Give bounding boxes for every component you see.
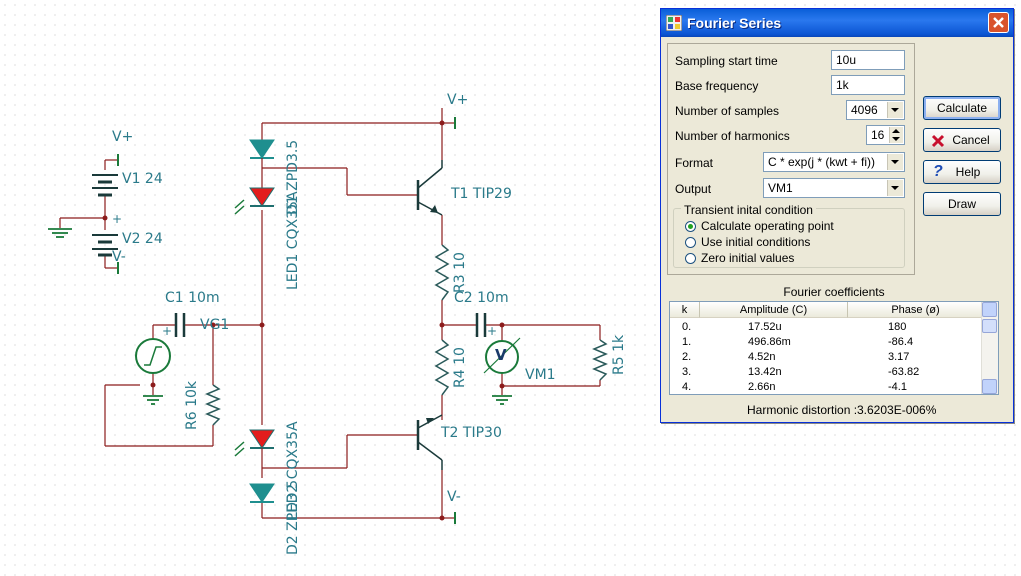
cell-k: 2.: [682, 351, 692, 363]
cell-k: 0.: [682, 321, 692, 333]
format-select[interactable]: C * exp(j * (kwt + fi)): [763, 152, 905, 172]
r5-label: R5 1k: [611, 334, 627, 375]
transient-group-title: Transient inital condition: [681, 203, 816, 217]
c1-label: C1 10m: [165, 290, 220, 306]
table-scrollbar[interactable]: [981, 302, 998, 394]
cell-amplitude: 13.42n: [748, 366, 782, 378]
number-of-harmonics-label: Number of harmonics: [675, 129, 790, 143]
output-value: VM1: [768, 181, 793, 195]
chevron-down-icon[interactable]: [887, 102, 903, 118]
cell-k: 3.: [682, 366, 692, 378]
v1-label: V1 24: [122, 171, 163, 187]
format-label: Format: [675, 156, 714, 170]
meter-plus-sign: +: [487, 324, 498, 338]
column-header-amplitude[interactable]: Amplitude (C): [700, 302, 848, 318]
help-label: Help: [955, 165, 981, 179]
vm1-label: VM1: [525, 367, 556, 383]
column-header-phase[interactable]: Phase (ø): [848, 302, 984, 318]
help-button[interactable]: ? Help: [923, 160, 1001, 184]
cancel-label: Cancel: [952, 133, 990, 147]
radio-label-zero-initial-values[interactable]: Zero initial values: [701, 251, 795, 265]
v2-label: V2 24: [122, 231, 163, 247]
led2-label: LED2 CQX35A: [285, 421, 301, 520]
base-frequency-input[interactable]: 1k: [831, 75, 905, 95]
cell-phase: 180: [888, 321, 907, 333]
vplus-top-label: V+: [447, 92, 469, 108]
cell-k: 4.: [682, 381, 692, 393]
r3-label: R3 10: [452, 252, 468, 293]
vg1-label: VG1: [200, 317, 230, 333]
harmonic-distortion-value: 3.6203E-006%: [857, 403, 937, 417]
vminus-bottom-label: V-: [447, 489, 461, 505]
coefficients-table[interactable]: k Amplitude (C) Phase (ø) 0. 17.52u 180 …: [669, 301, 999, 395]
output-select[interactable]: VM1: [763, 178, 905, 198]
dialog-titlebar[interactable]: Fourier Series: [661, 9, 1013, 37]
r6-label: R6 10k: [184, 380, 200, 430]
radio-label-use-initial-conditions[interactable]: Use initial conditions: [701, 235, 811, 249]
parameters-panel: Sampling start time 10u Base frequency 1…: [667, 43, 915, 275]
voltmeter-symbol: V: [495, 346, 507, 364]
radio-label-calculate-operating-point[interactable]: Calculate operating point: [701, 219, 834, 233]
scroll-thumb[interactable]: [982, 319, 997, 333]
format-value: C * exp(j * (kwt + fi)): [768, 155, 876, 169]
t1-label: T1 TIP29: [451, 186, 512, 202]
scroll-down-icon[interactable]: [982, 379, 997, 394]
number-of-samples-select[interactable]: 4096: [846, 100, 905, 120]
cell-amplitude: 17.52u: [748, 321, 782, 333]
cell-phase: -63.82: [888, 366, 920, 378]
number-of-harmonics-stepper[interactable]: 16: [866, 125, 905, 145]
base-frequency-label: Base frequency: [675, 79, 759, 93]
radio-use-initial-conditions[interactable]: [685, 237, 696, 248]
cell-k: 1.: [682, 336, 692, 348]
column-header-k[interactable]: k: [670, 302, 700, 318]
chevron-down-icon[interactable]: [887, 180, 903, 196]
cell-amplitude: 2.66n: [748, 381, 776, 393]
cell-phase: -4.1: [888, 381, 907, 393]
chevron-down-icon[interactable]: [887, 154, 903, 170]
output-label: Output: [675, 182, 712, 196]
app-icon: [666, 15, 682, 31]
close-icon: [993, 17, 1004, 28]
dialog-title: Fourier Series: [687, 15, 782, 31]
v2-minus-label: V-: [112, 249, 126, 265]
radio-calculate-operating-point[interactable]: [685, 221, 696, 232]
number-of-samples-value: 4096: [851, 103, 878, 117]
harmonic-distortion-label: Harmonic distortion :: [747, 403, 858, 417]
spin-arrows-icon[interactable]: [889, 127, 903, 143]
number-of-samples-label: Number of samples: [675, 104, 780, 118]
c2-label: C2 10m: [454, 290, 509, 306]
battery-plus-sign: +: [112, 212, 123, 226]
draw-button[interactable]: Draw: [923, 192, 1001, 216]
sampling-start-time-label: Sampling start time: [675, 54, 778, 68]
scroll-up-icon[interactable]: [982, 302, 997, 317]
d1-label: D1 ZPD3.5: [285, 139, 301, 215]
close-button[interactable]: [988, 12, 1009, 33]
help-question-icon: ?: [933, 163, 943, 180]
r4-label: R4 10: [452, 347, 468, 388]
t2-label: T2 TIP30: [441, 425, 502, 441]
v1-plus-label: V+: [112, 129, 134, 145]
calculate-button[interactable]: Calculate: [923, 96, 1001, 120]
cancel-button[interactable]: Cancel: [923, 128, 1001, 152]
sampling-start-time-input[interactable]: 10u: [831, 50, 905, 70]
generator-plus-sign: +: [162, 324, 173, 338]
fourier-series-dialog: Fourier Series Sampling start time 10u B…: [660, 8, 1014, 423]
cell-amplitude: 4.52n: [748, 351, 776, 363]
cancel-x-icon: [931, 134, 945, 148]
radio-zero-initial-values[interactable]: [685, 253, 696, 264]
cell-amplitude: 496.86m: [748, 336, 791, 348]
coefficients-title: Fourier coefficients: [783, 285, 885, 299]
number-of-harmonics-value: 16: [871, 128, 885, 142]
cell-phase: -86.4: [888, 336, 914, 348]
circuit-diagram: [48, 108, 608, 524]
cell-phase: 3.17: [888, 351, 910, 363]
